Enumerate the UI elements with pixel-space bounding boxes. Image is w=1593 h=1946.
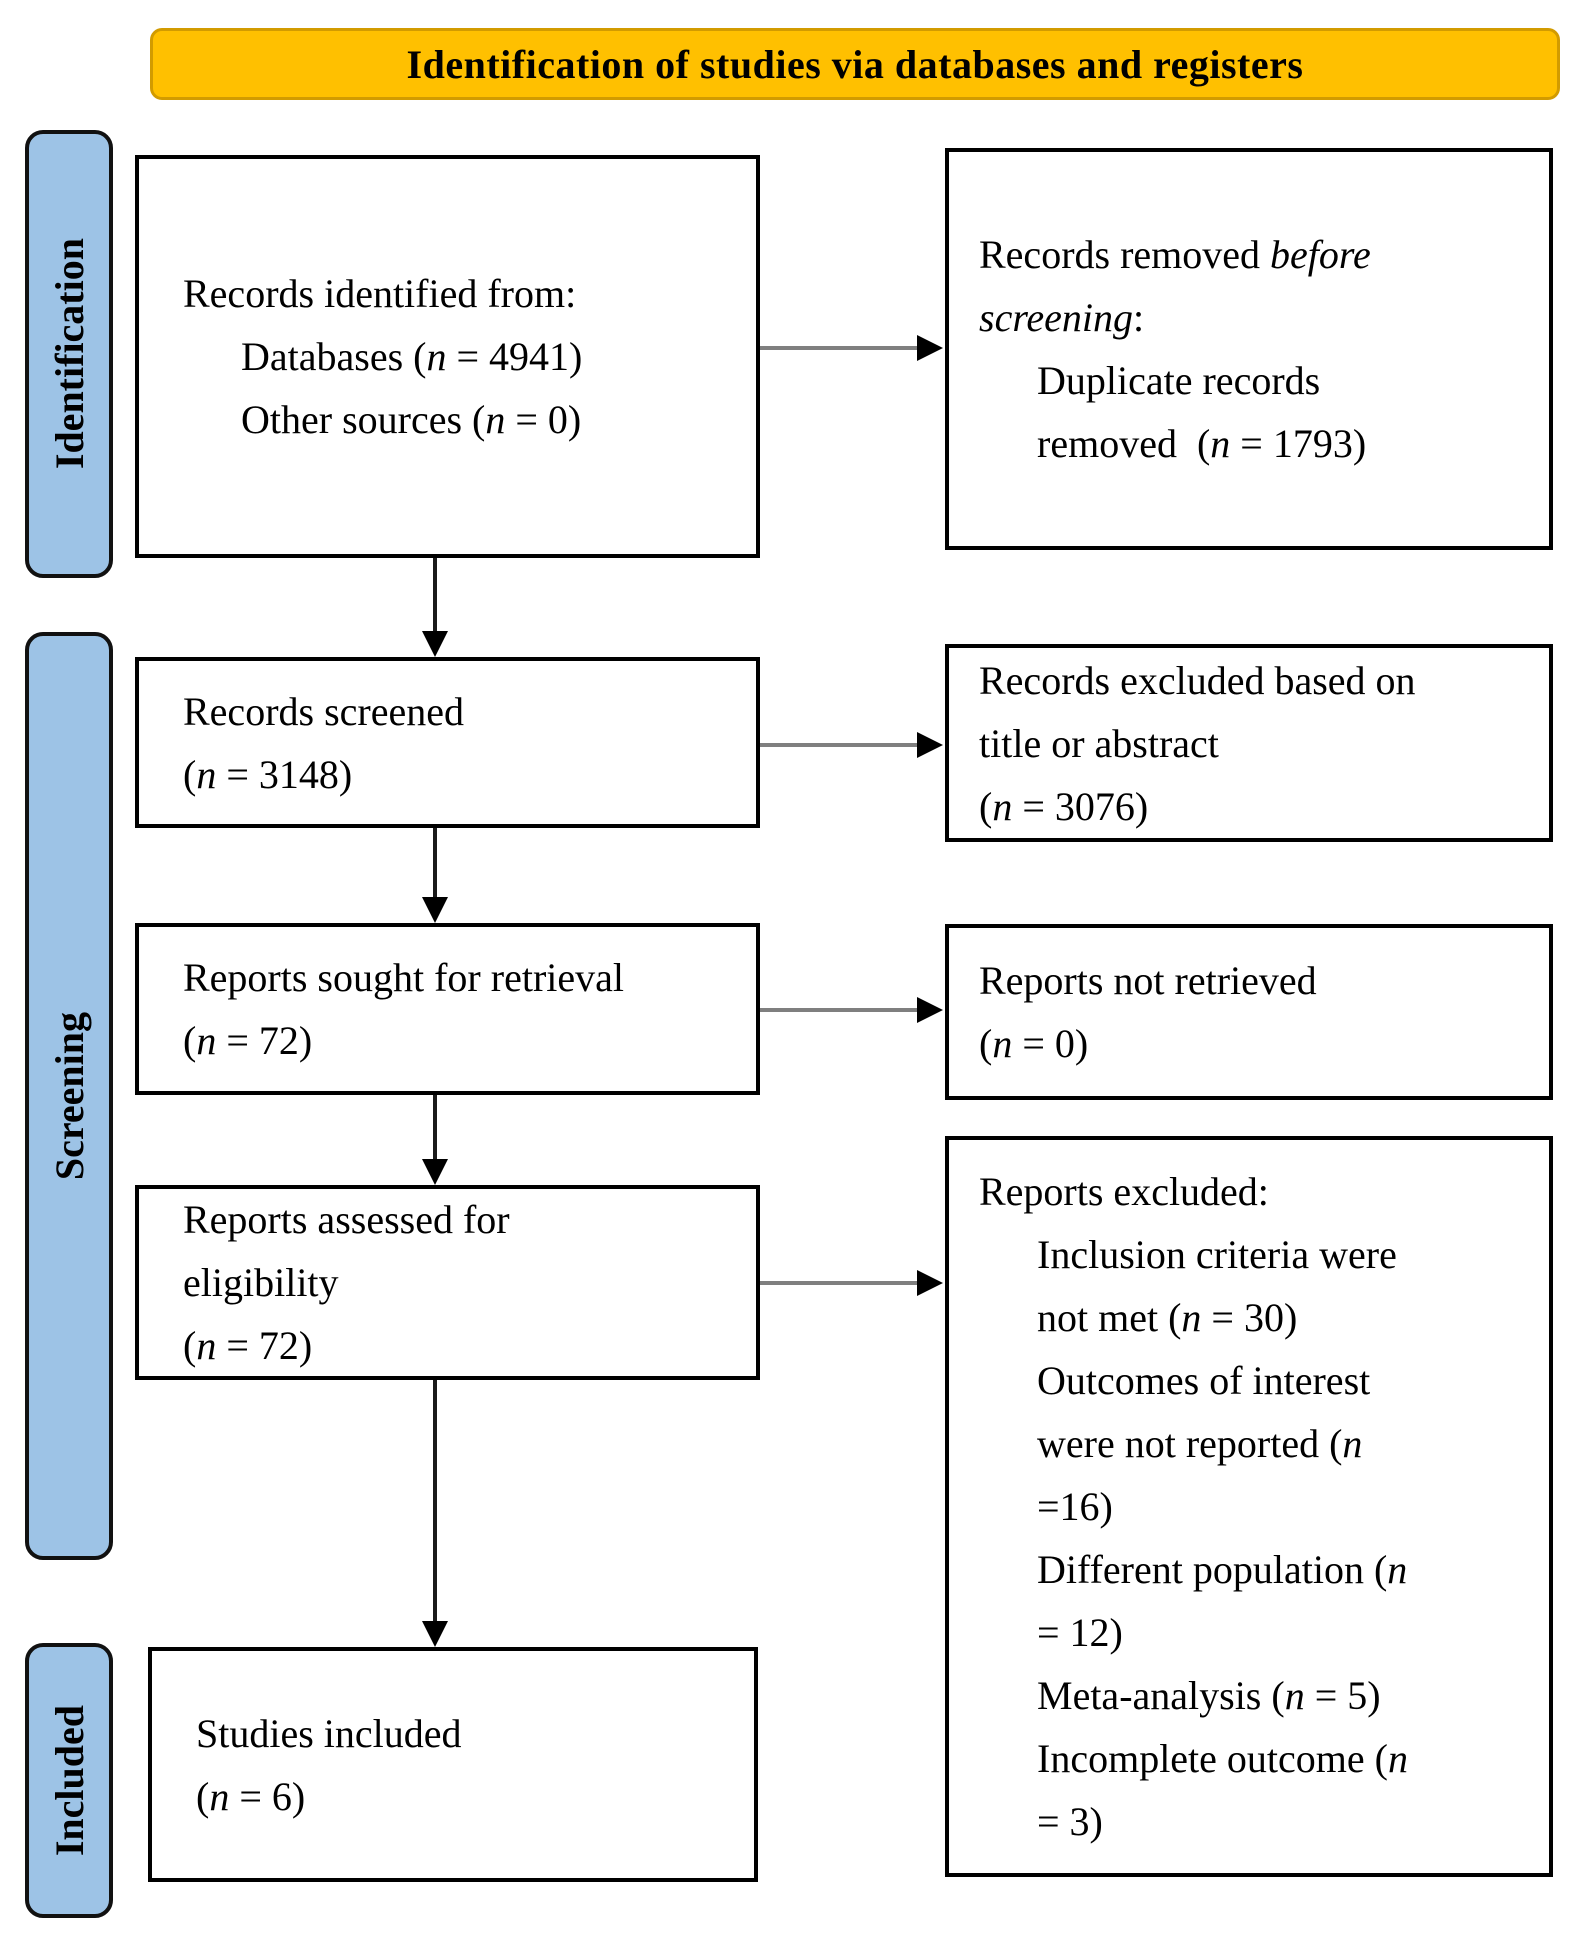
arrow-screened-to-sought-head-icon [422,897,448,923]
box-reports-sought: Reports sought for retrieval(n = 72) [135,923,760,1095]
arrow-identified-to-screened-head-icon [422,631,448,657]
arrow-assessed-to-excluded-stem [760,1281,919,1285]
box-records-identified-text: Records identified from:Databases (n = 4… [183,271,583,442]
arrow-screened-to-sought-stem [433,828,437,899]
arrow-assessed-to-excluded-head-icon [917,1270,943,1296]
diagram-title: Identification of studies via databases … [406,41,1304,87]
box-reports-excluded-text: Reports excluded:Inclusion criteria were… [979,1169,1408,1844]
box-reports-not-retrieved-text: Reports not retrieved(n = 0) [979,958,1317,1066]
diagram-title-banner: Identification of studies via databases … [150,28,1560,100]
box-studies-included-text: Studies included(n = 6) [196,1710,462,1819]
box-records-screened-text: Records screened(n = 3148) [183,688,464,797]
box-studies-included: Studies included(n = 6) [148,1647,758,1882]
sidebar-screening: Screening [25,632,113,1560]
box-reports-excluded: Reports excluded:Inclusion criteria were… [945,1136,1553,1877]
box-reports-not-retrieved: Reports not retrieved(n = 0) [945,924,1553,1100]
sidebar-identification: Identification [25,130,113,578]
arrow-sought-to-notretrieved-stem [760,1008,919,1012]
arrow-assessed-to-included-stem [433,1380,437,1623]
arrow-sought-to-assessed-stem [433,1095,437,1161]
box-records-screened: Records screened(n = 3148) [135,657,760,828]
arrow-sought-to-notretrieved-head-icon [917,997,943,1023]
box-reports-sought-text: Reports sought for retrieval(n = 72) [183,955,624,1063]
sidebar-screening-label: Screening [46,1011,92,1181]
arrow-identified-to-screened-stem [433,558,437,633]
arrow-sought-to-assessed-head-icon [422,1159,448,1185]
arrow-screened-to-excluded-stem [760,743,919,747]
sidebar-included-label: Included [46,1704,92,1857]
arrow-identified-to-removed-head-icon [917,335,943,361]
sidebar-included: Included [25,1643,113,1918]
arrow-screened-to-excluded-head-icon [917,732,943,758]
sidebar-identification-label: Identification [46,238,92,470]
arrow-assessed-to-included-head-icon [422,1621,448,1647]
box-records-identified: Records identified from:Databases (n = 4… [135,155,760,558]
arrow-identified-to-removed-stem [760,346,919,350]
